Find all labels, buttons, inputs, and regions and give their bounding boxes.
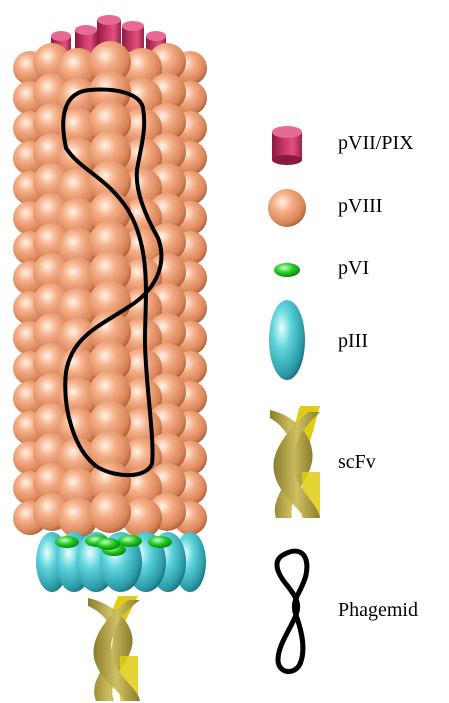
pviii-coat xyxy=(13,41,207,538)
scfv-twisted-ribbon-icon xyxy=(270,406,320,518)
piii-ellipsoid-icon xyxy=(269,300,305,380)
pvii-pix-cylinder-icon xyxy=(272,126,302,165)
pvi-ellipse xyxy=(148,536,172,548)
pviii-sphere-icon xyxy=(268,189,306,227)
legend-label-piii: pIII xyxy=(338,331,368,351)
pvi-ellipse xyxy=(96,538,120,550)
legend-label-phagemid: Phagemid xyxy=(338,600,418,620)
pvi-ellipse xyxy=(118,535,142,547)
legend-icons xyxy=(268,126,320,672)
pvi-ellipse xyxy=(55,536,79,548)
legend-label-pvii-pix: pVII/PIX xyxy=(338,133,414,153)
legend-label-pvi: pVI xyxy=(338,258,369,278)
legend-label-pviii: pVIII xyxy=(338,196,382,216)
pvi-ellipse-icon xyxy=(274,263,300,277)
pviii-sphere xyxy=(89,491,131,533)
pvii-pix-cap xyxy=(122,21,144,52)
legend-label-scfv: scFv xyxy=(338,452,376,472)
particle-scfv xyxy=(88,596,140,701)
phagemid-loop-icon xyxy=(277,551,307,671)
